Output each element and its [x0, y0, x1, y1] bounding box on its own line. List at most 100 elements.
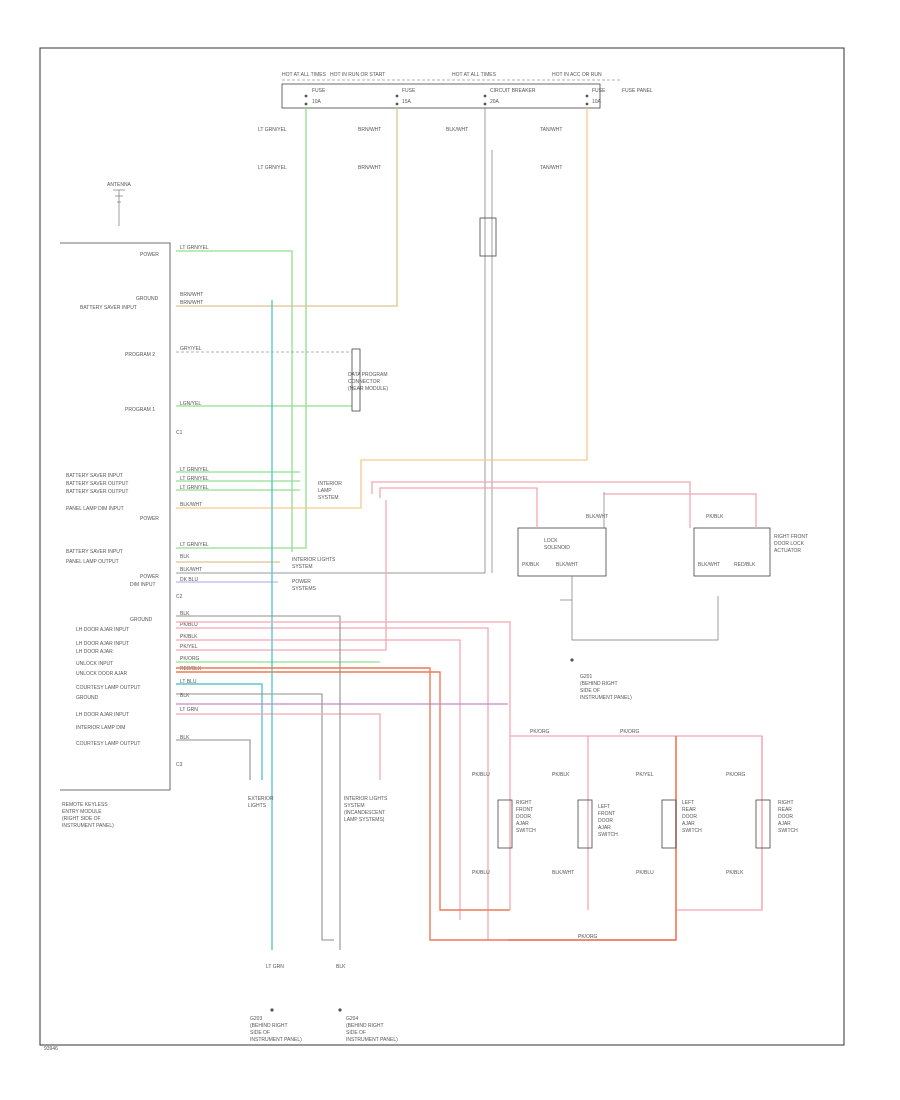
- hot-label-1: HOT AT ALL TIMES: [282, 72, 327, 78]
- module-pin-20: UNLOCK DOOR AJAR: [76, 671, 128, 677]
- switch-right-rear: RIGHT REAR DOOR AJAR SWITCH: [755, 799, 798, 849]
- hot-label-3: HOT AT ALL TIMES: [452, 72, 497, 78]
- switch-lf-name-5: SWITCH: [598, 832, 618, 838]
- wire-pink-common: [176, 621, 511, 736]
- page-number: 93946: [44, 1046, 58, 1052]
- switch-rf-name-5: SWITCH: [516, 828, 536, 834]
- wire-lh-door-pk-blu: [176, 627, 489, 940]
- module-pin-18: LH DOOR AJAR: [76, 649, 113, 655]
- switch-lf-name-1: LEFT: [598, 804, 610, 810]
- module-pin-1: POWER: [140, 252, 159, 258]
- module-caption-1: REMOTE KEYLESS: [62, 802, 108, 808]
- ground-g203-1: G203: [250, 1016, 262, 1022]
- pin-wire-11: BLK: [180, 554, 190, 560]
- wire-pk-yel: [176, 500, 387, 651]
- pin-wire-18: PK/ORG: [180, 656, 200, 662]
- wire-lt-blu: [176, 683, 263, 780]
- pin-wire-15: PK/BLU: [180, 622, 198, 628]
- ground-g201-3: SIDE OF: [580, 688, 600, 694]
- wire-blk-courtesy: [176, 693, 334, 941]
- switch-wire-3: PK/YEL: [636, 772, 654, 778]
- power-systems-1: POWER: [292, 579, 311, 585]
- program-connector-2: CONNECTOR: [348, 379, 381, 385]
- switch-rf-name-2: FRONT: [516, 807, 533, 813]
- switch-rf-name-3: DOOR: [516, 814, 531, 820]
- hot-label-2: HOT IN RUN OR START: [330, 72, 385, 78]
- switch-rf-name-4: AJAR: [516, 821, 529, 827]
- wire-brn-wht-feed: [176, 108, 398, 307]
- bottom-wire-2: BLK: [336, 964, 346, 970]
- switch-lr-name-3: DOOR: [682, 814, 697, 820]
- wire-door-switch-bus-top: [510, 735, 763, 911]
- module-pin-2: GROUND: [136, 296, 159, 302]
- module-caption-3: (RIGHT SIDE OF: [62, 816, 101, 822]
- module-pin-8: BATTERY SAVER OUTPUT: [66, 489, 128, 495]
- pin-wire-12: BLK/WHT: [180, 567, 202, 573]
- module-pin-10: POWER: [140, 516, 159, 522]
- hot-label-4: HOT IN ACC OR RUN: [552, 72, 602, 78]
- module-pin-5: PROGRAM 1: [125, 407, 155, 413]
- wire-label-top-4: TAN/WHT: [540, 127, 562, 133]
- lock-solenoid-wire: BLK/WHT: [586, 514, 608, 520]
- rf-actuator-name-2: DOOR LOCK: [774, 541, 805, 547]
- common-wire-top-2: PK/ORG: [620, 729, 640, 735]
- module-pin-12: PANEL LAMP OUTPUT: [66, 559, 119, 565]
- wire-label-top-3: BLK/WHT: [446, 127, 468, 133]
- antenna-label: ANTENNA: [107, 182, 132, 188]
- fuse-panel: HOT AT ALL TIMES HOT IN RUN OR START HOT…: [281, 72, 653, 109]
- pin-wire-22: LT GRN: [180, 707, 198, 713]
- switch-lr-name-4: AJAR: [682, 821, 695, 827]
- lower-dest-2a: INTERIOR LIGHTS: [344, 796, 388, 802]
- lock-solenoid-pin-1: PK/BLK: [522, 562, 540, 568]
- program-connector-3: (NEAR MODULE): [348, 386, 388, 392]
- pin-wire-19: RED/BLK: [180, 666, 202, 672]
- rf-actuator-name-3: ACTUATOR: [774, 548, 801, 554]
- module-pin-19: UNLOCK INPUT: [76, 661, 113, 667]
- lower-dest-2d: LAMP SYSTEMS): [344, 817, 385, 823]
- pin-wire-1: LT GRN/YEL: [180, 245, 209, 251]
- wire-label-top-1: LT GRN/YEL: [258, 127, 287, 133]
- switch-lf-name-4: AJAR: [598, 825, 611, 831]
- interior-lamp-system-2: LAMP: [318, 488, 332, 494]
- fuse-panel-label: FUSE PANEL: [622, 88, 653, 94]
- pin-wire-14: BLK: [180, 611, 190, 617]
- module-pin-4: PROGRAM 2: [125, 352, 155, 358]
- ground-g203-3: SIDE OF: [250, 1030, 270, 1036]
- module-pin-7: BATTERY SAVER OUTPUT: [66, 481, 128, 487]
- wire-blk-ground: [176, 739, 251, 780]
- pin-wire-4: GRY/YEL: [180, 346, 202, 352]
- module-pin-23: LH DOOR AJAR INPUT: [76, 712, 129, 718]
- common-wire-top-1: PK/ORG: [530, 729, 550, 735]
- interior-lamp-system-3: SYSTEM: [318, 495, 339, 501]
- pin-wire-16: PK/BLK: [180, 634, 198, 640]
- module-pin-21: COURTESY LAMP OUTPUT: [76, 685, 140, 691]
- wire-tan-wht-feed: [176, 108, 588, 509]
- switch-rr-name-2: REAR: [778, 807, 792, 813]
- fuse-4-rating: 10A: [592, 99, 602, 105]
- switch-lr-name-2: REAR: [682, 807, 696, 813]
- interior-lamp-system-1: INTERIOR: [318, 481, 342, 487]
- fuse-1-rating: 10A: [312, 99, 322, 105]
- module-caption-2: ENTRY MODULE: [62, 809, 102, 815]
- switch-wire-7: PK/BLU: [636, 870, 654, 876]
- switch-left-front: LEFT FRONT DOOR AJAR SWITCH: [577, 799, 618, 849]
- pin-wire-3: BRN/WHT: [180, 300, 203, 306]
- wire-lh-door-pk-blk: [176, 639, 461, 920]
- lock-solenoid-name-1: LOCK: [544, 538, 558, 544]
- ground-g201-1: G201: [580, 674, 592, 680]
- module-pin-13: POWER: [140, 574, 159, 580]
- module-pin-25: COURTESY LAMP OUTPUT: [76, 741, 140, 747]
- switch-wire-4: PK/ORG: [726, 772, 746, 778]
- common-wire-bottom: PK/ORG: [578, 934, 598, 940]
- ground-g204-3: SIDE OF: [346, 1030, 366, 1036]
- lock-solenoid: LOCK SOLENOID PK/BLK BLK/WHT BLK/WHT: [517, 514, 608, 577]
- module-pin-24: INTERIOR LAMP DIM: [76, 725, 125, 731]
- interior-lights-1: INTERIOR LIGHTS: [292, 557, 336, 563]
- switch-wire-5: PK/BLU: [472, 870, 490, 876]
- wire-label-mid-3: TAN/WHT: [540, 165, 562, 171]
- wire-lock-feed-2: [379, 487, 538, 528]
- rf-actuator-pin-1: BLK/WHT: [698, 562, 720, 568]
- right-front-lock-actuator: RIGHT FRONT DOOR LOCK ACTUATOR BLK/WHT R…: [693, 514, 808, 577]
- keyless-entry-module: REMOTE KEYLESS ENTRY MODULE (RIGHT SIDE …: [60, 242, 183, 829]
